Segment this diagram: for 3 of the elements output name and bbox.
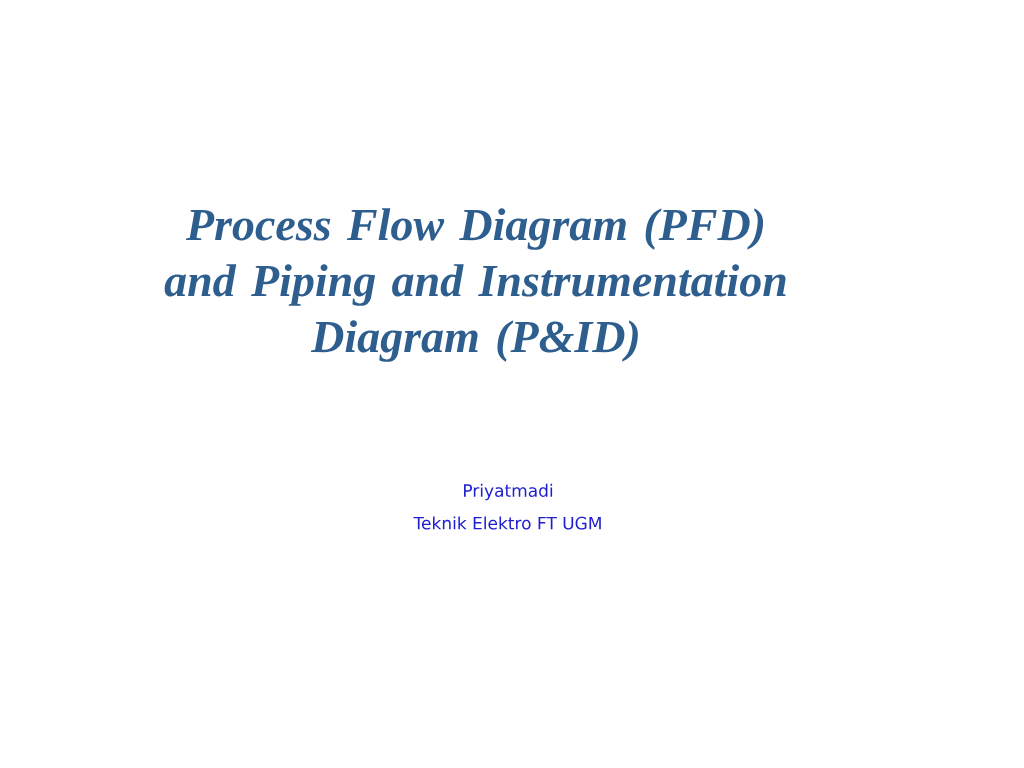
title: Process Flow Diagram (PFD) and Piping and Instrumentation Diagram (P&ID) bbox=[164, 208, 786, 362]
subtitle: Priyatmadi bbox=[464, 483, 553, 501]
subtitle: Teknik Elektro FT UGM bbox=[413, 516, 601, 530]
